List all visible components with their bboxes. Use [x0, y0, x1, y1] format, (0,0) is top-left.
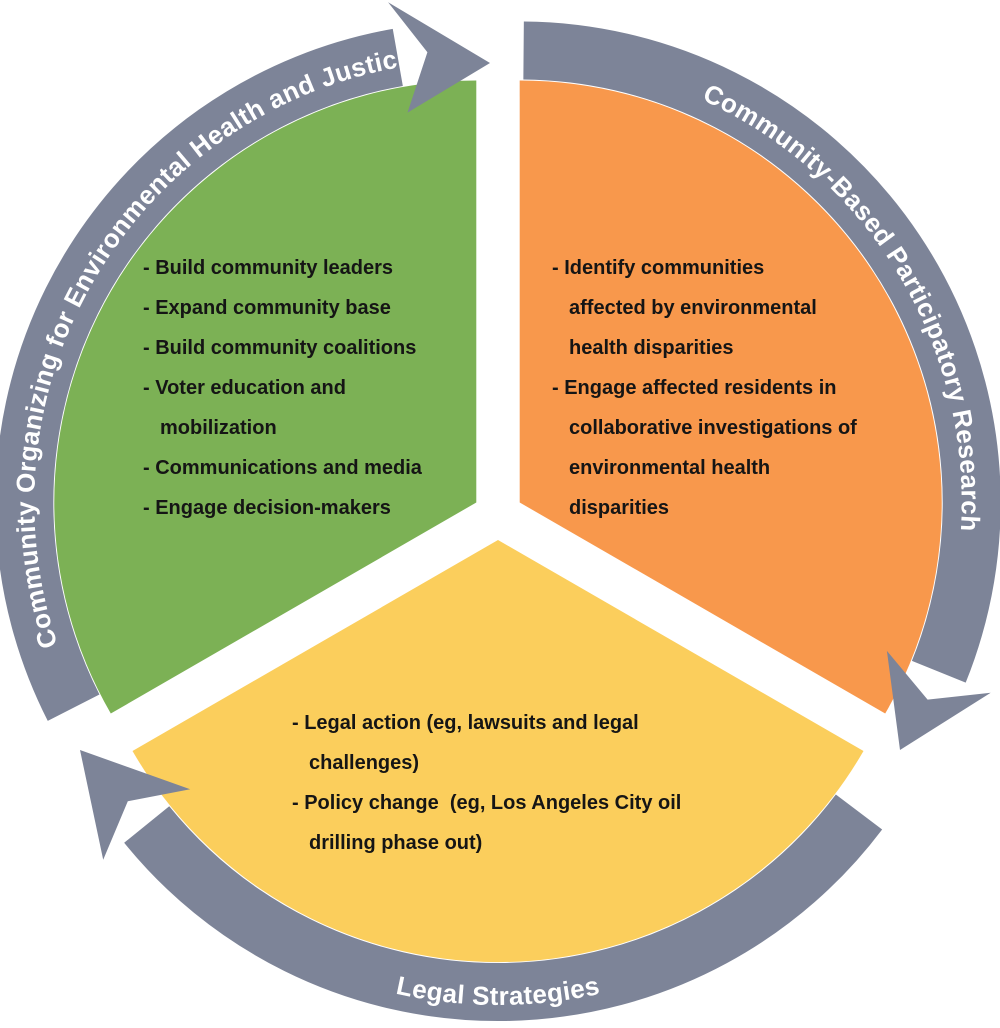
list-item-continuation: affected by environmental — [569, 297, 817, 319]
list-community-organizing: - Build community leaders - Expand commu… — [143, 248, 422, 528]
list-item: - Legal action (eg, lawsuits and legal — [292, 712, 639, 734]
wedge-community-based-participatory-research — [519, 80, 942, 714]
list-item-continuation: challenges) — [309, 752, 420, 774]
arc-arrow-green-band — [0, 28, 403, 721]
list-community-based-participatory-research: - Identify communities affected by envir… — [552, 248, 857, 528]
arc-arrow-orange-band — [523, 21, 1000, 683]
wedge-legal-strategies — [132, 540, 864, 963]
list-legal-strategies: - Legal action (eg, lawsuits and legal c… — [292, 703, 681, 863]
arc-arrow-yellow-band — [124, 794, 883, 1022]
arc-arrowhead-yellow — [80, 750, 191, 860]
list-item: - Identify communities — [552, 257, 765, 279]
wedge-community-organizing — [54, 80, 477, 714]
list-item-continuation: environmental health — [569, 457, 771, 479]
list-item-continuation: health disparities — [569, 337, 734, 359]
list-item-continuation: drilling phase out) — [309, 832, 483, 854]
list-item-continuation: collaborative investigations of — [569, 417, 857, 439]
list-item-continuation: mobilization — [160, 417, 277, 439]
list-item-continuation: disparities — [569, 497, 670, 519]
arc-arrowhead-green — [388, 2, 490, 113]
list-item: - Voter education and — [143, 377, 346, 399]
list-item: - Build community leaders — [143, 257, 394, 279]
list-item: - Policy change (eg, Los Angeles City oi… — [292, 792, 682, 814]
list-item: - Engage decision-makers — [143, 497, 391, 519]
list-item: - Expand community base — [143, 297, 391, 319]
list-item: - Build community coalitions — [143, 337, 417, 359]
list-item: - Engage affected residents in — [552, 377, 837, 399]
arc-arrowhead-orange — [886, 650, 991, 750]
list-item: - Communications and media — [143, 457, 422, 479]
